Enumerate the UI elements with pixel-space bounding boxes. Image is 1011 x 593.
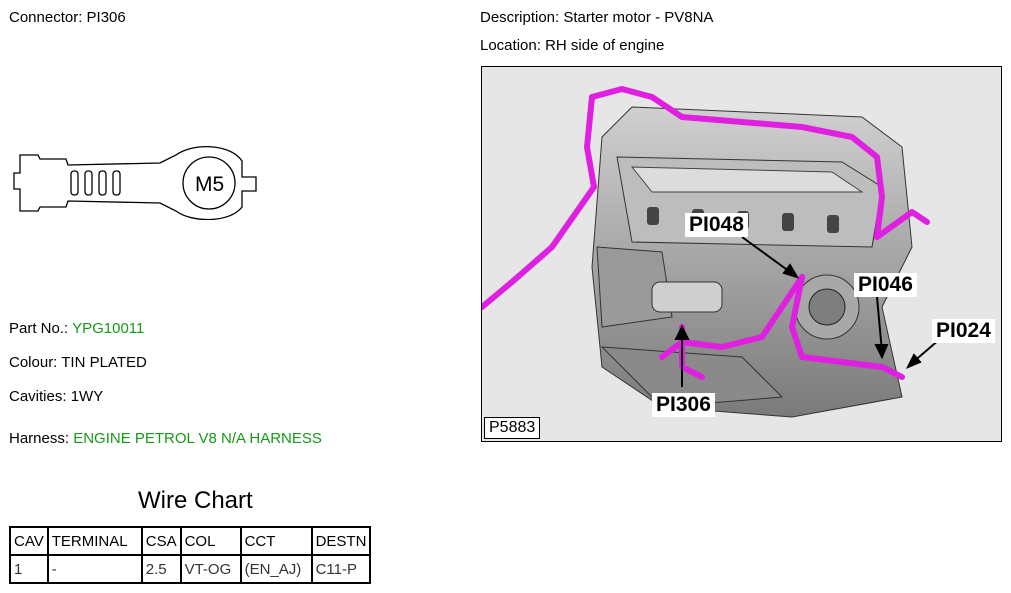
description-label: Description:	[480, 9, 560, 26]
wire-chart-header-row: CAV TERMINAL CSA COL CCT DESTN	[9, 526, 372, 556]
cell-cct: (EN_AJ)	[239, 554, 313, 584]
photo-reference: P5883	[484, 417, 541, 439]
cavities-label: Cavities:	[9, 388, 67, 405]
callout-pi046: PI046	[854, 273, 917, 297]
engine-photo: PI048 PI046 PI024 PI306 P5883	[481, 66, 1002, 442]
description-value: Starter motor - PV8NA	[563, 9, 714, 26]
header-cct: CCT	[239, 526, 313, 556]
header-csa: CSA	[140, 526, 182, 556]
harness-field: Harness: ENGINE PETROL V8 N/A HARNESS	[9, 430, 322, 447]
header-cav: CAV	[9, 526, 49, 556]
description-field: Description: Starter motor - PV8NA	[480, 9, 713, 26]
harness-value: ENGINE PETROL V8 N/A HARNESS	[73, 430, 322, 447]
wire-chart-title: Wire Chart	[138, 487, 253, 514]
wire-chart-table: CAV TERMINAL CSA COL CCT DESTN 1 - 2.5 V…	[9, 526, 372, 584]
part-no-value: YPG10011	[72, 320, 145, 337]
colour-field: Colour: TIN PLATED	[9, 354, 147, 371]
header-terminal: TERMINAL	[46, 526, 143, 556]
callout-pi024: PI024	[932, 319, 995, 343]
engine-illustration	[482, 67, 1001, 441]
terminal-marking: M5	[195, 173, 224, 196]
harness-label: Harness:	[9, 430, 70, 447]
colour-label: Colour:	[9, 354, 58, 371]
cell-col: VT-OG	[179, 554, 242, 584]
cell-cav: 1	[9, 554, 49, 584]
colour-value: TIN PLATED	[61, 354, 147, 371]
connector-label: Connector:	[9, 9, 83, 26]
part-no-field: Part No.: YPG10011	[9, 320, 144, 337]
connector-value: PI306	[86, 9, 126, 26]
cavities-field: Cavities: 1WY	[9, 388, 103, 405]
location-label: Location:	[480, 37, 541, 54]
header-col: COL	[179, 526, 242, 556]
location-value: RH side of engine	[545, 37, 665, 54]
cell-destn: C11-P	[310, 554, 372, 584]
cell-csa: 2.5	[140, 554, 182, 584]
table-row: 1 - 2.5 VT-OG (EN_AJ) C11-P	[9, 554, 372, 584]
callout-pi048: PI048	[685, 213, 748, 237]
cell-terminal: -	[46, 554, 143, 584]
part-no-label: Part No.:	[9, 320, 69, 337]
connector-field: Connector: PI306	[9, 9, 126, 26]
cavities-value: 1WY	[70, 388, 104, 405]
header-destn: DESTN	[310, 526, 372, 556]
location-field: Location: RH side of engine	[480, 37, 664, 54]
callout-pi306: PI306	[652, 393, 715, 417]
ring-terminal-drawing: M5	[13, 145, 257, 220]
